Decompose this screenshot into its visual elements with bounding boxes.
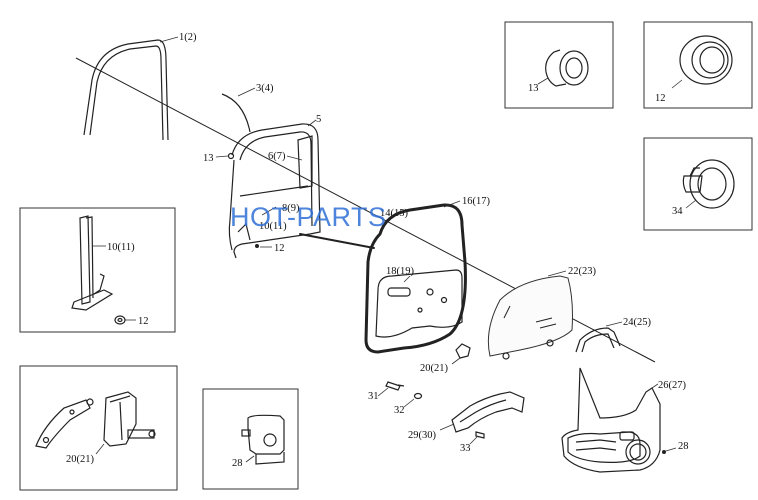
label-part-20: 20(21) bbox=[420, 363, 448, 374]
door-seal-part bbox=[364, 200, 467, 354]
inset-grommet bbox=[643, 21, 753, 109]
label-part-28: 28 bbox=[678, 441, 689, 452]
label-part-29: 29(30) bbox=[408, 430, 436, 441]
inset-label-plug-34: 34 bbox=[672, 206, 683, 217]
label-part-32: 32 bbox=[394, 405, 405, 416]
screw-13-part bbox=[227, 152, 235, 160]
inset-plug bbox=[643, 137, 753, 231]
inset-label-cap-13: 13 bbox=[528, 83, 539, 94]
hinge-small-part bbox=[451, 343, 471, 365]
door-frame-part bbox=[228, 119, 321, 259]
inset-label-grommet-12: 12 bbox=[655, 93, 666, 104]
seal-strip-part bbox=[221, 93, 251, 133]
label-part-22: 22(23) bbox=[568, 266, 596, 277]
window-channel-part bbox=[83, 36, 179, 141]
inset-label-clip-28: 28 bbox=[232, 458, 243, 469]
inset-clip bbox=[202, 388, 299, 490]
inset-label-hinge-20: 20(21) bbox=[66, 454, 94, 465]
label-part-6: 6(7) bbox=[268, 151, 286, 162]
label-part-5: 5 bbox=[316, 114, 321, 125]
inset-door-hinge bbox=[19, 365, 178, 491]
label-part-3: 3(4) bbox=[256, 83, 274, 94]
pull-handle-part bbox=[575, 321, 623, 353]
label-part-24: 24(25) bbox=[623, 317, 651, 328]
screw-28-part bbox=[662, 450, 666, 454]
label-part-8: 8(9) bbox=[282, 203, 300, 214]
label-part-1: 1(2) bbox=[179, 32, 197, 43]
watermark-text: HOT-PARTS bbox=[230, 202, 387, 232]
screw-31-part bbox=[377, 381, 405, 397]
label-part-13: 13 bbox=[203, 153, 214, 164]
label-part-26: 26(27) bbox=[658, 380, 686, 391]
belt-strip-part bbox=[299, 233, 375, 249]
label-part-31: 31 bbox=[368, 391, 379, 402]
lower-rail-part bbox=[237, 222, 251, 241]
label-part-10: 10(11) bbox=[259, 221, 287, 232]
washer-32-part bbox=[413, 392, 423, 400]
inset-cap bbox=[504, 21, 614, 109]
inset-label-rail-12: 12 bbox=[138, 316, 149, 327]
label-part-12: 12 bbox=[274, 243, 285, 254]
label-part-16: 16(17) bbox=[462, 196, 490, 207]
label-part-33: 33 bbox=[460, 443, 471, 454]
inset-label-rail-10: 10(11) bbox=[107, 242, 135, 253]
armrest-bracket-part bbox=[439, 391, 525, 433]
label-part-14: 14(15) bbox=[380, 208, 408, 219]
clip-12-part bbox=[255, 244, 259, 248]
pin-33-part bbox=[469, 431, 485, 445]
label-part-18: 18(19) bbox=[386, 266, 414, 277]
door-glass-part bbox=[487, 270, 573, 360]
door-trim-panel-part bbox=[561, 367, 661, 473]
inset-window-rail bbox=[19, 207, 176, 333]
inner-panel-part bbox=[375, 269, 463, 338]
